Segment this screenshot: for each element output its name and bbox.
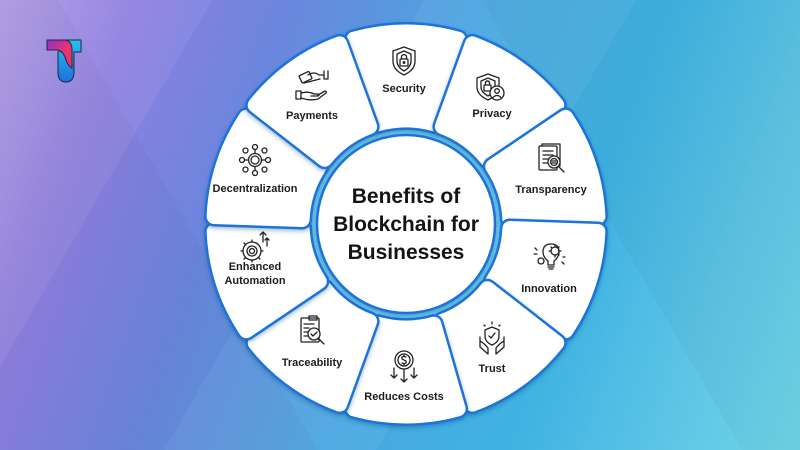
center-title-line-3: Businesses <box>348 241 465 264</box>
brand-logo-icon <box>46 39 82 83</box>
tile-label: Transparency <box>515 184 587 196</box>
network-nodes-icon <box>238 143 272 177</box>
lightbulb-gear-icon <box>533 243 566 270</box>
benefit-tiles: SecurityPrivacyTransparencyInnovationTru… <box>204 22 608 426</box>
shield-lock-icon <box>392 46 416 76</box>
benefit-tile-transparency: Transparency <box>482 107 608 230</box>
document-check-search-icon <box>300 315 325 345</box>
benefit-tile-decentralization: Decentralization <box>204 107 330 230</box>
tile-label: Decentralization <box>213 183 298 195</box>
center-title-line-2: Blockchain for <box>333 213 479 236</box>
hand-money-icon <box>295 70 329 101</box>
gear-arrows-up-icon <box>240 231 270 263</box>
tile-label: Privacy <box>472 108 512 120</box>
benefit-tile-innovation: Innovation <box>482 218 608 341</box>
benefit-tile-security: Security <box>343 22 469 134</box>
tile-label-line-1: Enhanced <box>229 261 282 273</box>
shield-user-icon <box>476 73 505 101</box>
hands-shield-icon <box>479 321 505 355</box>
tile-label: Innovation <box>521 283 577 295</box>
benefit-tile-privacy: Privacy <box>432 33 567 170</box>
tile-label: Trust <box>479 363 506 375</box>
benefit-tile-traceability: Traceability <box>245 278 380 415</box>
benefit-tile-reduces-costs: Reduces Costs <box>343 314 469 426</box>
center-circle: Benefits of Blockchain for Businesses <box>315 133 497 315</box>
document-search-icon <box>538 143 565 173</box>
tile-label-line-2: Automation <box>224 275 285 287</box>
tile-label: Security <box>382 83 426 95</box>
tile-label: Payments <box>286 110 338 122</box>
benefit-tile-payments: Payments <box>245 33 380 170</box>
benefit-tile-trust: Trust <box>432 278 567 415</box>
tile-label: Traceability <box>282 357 343 369</box>
dollar-down-arrows-icon <box>390 350 418 383</box>
tile-label: Reduces Costs <box>364 391 443 403</box>
center-title-line-1: Benefits of <box>352 185 462 208</box>
